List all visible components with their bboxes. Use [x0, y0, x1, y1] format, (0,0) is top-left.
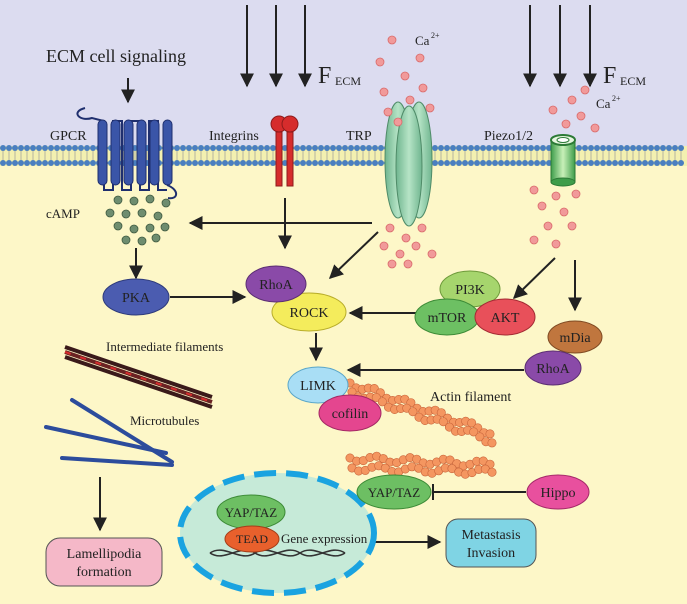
yap-taz-nucleus-label: YAP/TAZ: [225, 505, 277, 520]
yap-taz-label: YAP/TAZ: [368, 485, 420, 500]
pathway-arrows: [93, 198, 582, 549]
gpcr-receptor: [76, 107, 178, 200]
rhoa-node: RhoA: [245, 265, 307, 303]
mtor-node: mTOR: [414, 298, 480, 336]
calcium-ions: [375, 35, 600, 269]
piezo-label: Piezo1/2: [484, 129, 533, 144]
gpcr-label: GPCR: [50, 129, 87, 144]
actin-filament-label: Actin filament: [430, 390, 511, 405]
lamellipodia-line2: formation: [76, 565, 131, 580]
metastasis-line2: Invasion: [467, 546, 515, 561]
svg-text:F: F: [603, 63, 616, 89]
lamellipodia-line1: Lamellipodia: [67, 547, 142, 562]
intermediate-filaments: [64, 345, 213, 409]
integrin-receptor: [270, 115, 299, 187]
f-ecm-label-right: F ECM: [603, 63, 646, 89]
calcium-label-trp: Ca 2+: [415, 31, 440, 48]
rock-label: ROCK: [290, 306, 329, 321]
trp-label: TRP: [346, 129, 372, 144]
yap-taz-node: YAP/TAZ: [356, 474, 432, 510]
rhoa-label: RhoA: [259, 278, 293, 293]
intermediate-filaments-label: Intermediate filaments: [106, 339, 223, 354]
calcium-label-piezo: Ca 2+: [596, 94, 621, 111]
hippo-label: Hippo: [541, 486, 576, 501]
metastasis-line1: Metastasis: [461, 528, 520, 543]
camp-label: cAMP: [46, 206, 80, 221]
mtor-label: mTOR: [428, 311, 467, 326]
akt-node: AKT: [474, 298, 536, 336]
svg-text:F: F: [318, 63, 331, 89]
force-arrows: [121, 5, 597, 104]
svg-text:2+: 2+: [431, 31, 440, 40]
svg-text:ECM: ECM: [335, 74, 361, 88]
rock-node: ROCK: [271, 292, 347, 332]
hippo-node: Hippo: [526, 474, 590, 510]
pka-node: PKA: [102, 278, 170, 316]
akt-label: AKT: [491, 311, 520, 326]
pka-label: PKA: [122, 291, 151, 306]
yap-taz-nucleus-node: YAP/TAZ: [216, 494, 286, 530]
svg-text:Ca: Ca: [415, 33, 430, 48]
trp-channel: [384, 101, 433, 227]
microtubules: [44, 398, 174, 467]
piezo-channel: [550, 134, 576, 187]
limk-label: LIMK: [300, 379, 336, 394]
integrins-label: Integrins: [209, 129, 259, 144]
cofilin-label: cofilin: [332, 407, 369, 422]
tead-label: TEAD: [236, 532, 268, 546]
f-ecm-label-left: F ECM: [318, 63, 361, 89]
gene-expression-label: Gene expression: [281, 531, 368, 546]
pi3k-label: PI3K: [455, 283, 485, 298]
tead-node: TEAD: [224, 525, 280, 553]
lamellipodia-box: Lamellipodia formation: [45, 537, 163, 587]
rhoa2-node: RhoA: [524, 350, 582, 386]
camp-molecules: [105, 194, 171, 246]
rhoa2-label: RhoA: [536, 362, 570, 377]
mdia-label: mDia: [559, 331, 591, 346]
metastasis-box: Metastasis Invasion: [445, 518, 537, 568]
ecm-signaling-label: ECM cell signaling: [46, 46, 186, 66]
svg-text:Ca: Ca: [596, 96, 611, 111]
actin-filaments: [345, 378, 497, 479]
microtubules-label: Microtubules: [130, 413, 199, 428]
limk-node: LIMK: [287, 366, 349, 404]
cofilin-node: cofilin: [318, 394, 382, 432]
mdia-node: mDia: [547, 320, 603, 354]
svg-text:2+: 2+: [612, 94, 621, 103]
svg-text:ECM: ECM: [620, 74, 646, 88]
